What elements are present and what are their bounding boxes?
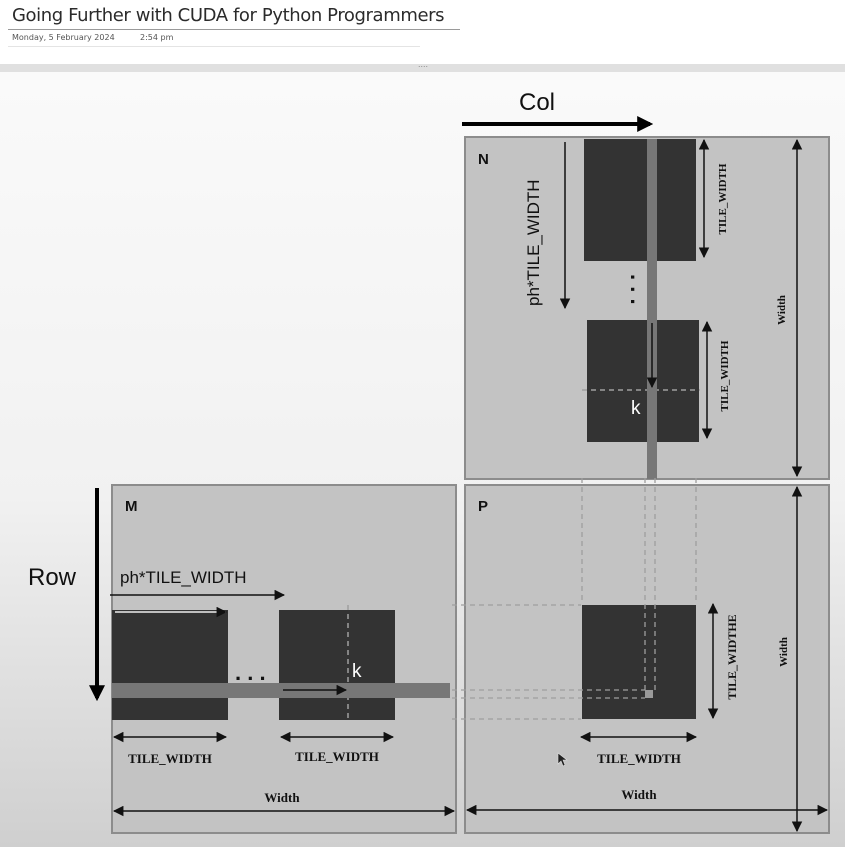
n-k-label: k: [631, 398, 641, 419]
content-divider[interactable]: [0, 64, 845, 72]
date-underline: [8, 46, 420, 47]
p-width-bottom-label: Width: [621, 787, 657, 802]
matrix-p: P TILE_WIDTHE TILE_WIDTH Width Width: [464, 484, 830, 834]
n-ph-label: ph*TILE_WIDTH: [524, 179, 543, 306]
p-tile-bottom-label: TILE_WIDTH: [597, 751, 681, 766]
n-tile-top: [584, 139, 696, 261]
matrix-p-label: P: [478, 498, 488, 515]
p-tile-side-label: TILE_WIDTHE: [725, 614, 739, 699]
page-date: Monday, 5 February 2024: [12, 33, 115, 42]
resize-grip-icon[interactable]: ....: [418, 59, 429, 69]
m-row-strip: [112, 683, 450, 698]
n-tile-bottom-label: TILE_WIDTH: [719, 340, 731, 411]
m-tile1-label: TILE_WIDTH: [128, 751, 212, 766]
page-header: Going Further with CUDA for Python Progr…: [0, 0, 845, 64]
page-title[interactable]: Going Further with CUDA for Python Progr…: [12, 5, 445, 26]
m-ph-label: ph*TILE_WIDTH: [120, 568, 247, 587]
m-k-label: k: [352, 661, 362, 682]
n-dots: . . .: [626, 274, 651, 305]
projection-guides: [452, 478, 697, 720]
m-dots: . . .: [235, 660, 266, 685]
n-width-label: Width: [776, 295, 788, 325]
page-time: 2:54 pm: [140, 33, 174, 42]
matrix-m-label: M: [125, 498, 138, 515]
n-column-strip: [647, 139, 657, 479]
n-tile-top-label: TILE_WIDTH: [717, 163, 729, 234]
title-underline: [8, 29, 460, 30]
m-tile2-label: TILE_WIDTH: [295, 749, 379, 764]
p-width-right-label: Width: [778, 637, 790, 667]
mouse-cursor-icon: [557, 752, 568, 767]
m-width-label: Width: [264, 790, 300, 805]
m-tile-right: [279, 610, 395, 720]
col-label: Col: [519, 89, 555, 116]
matrix-n: N k . . . ph*TILE_WIDTH TILE_WIDTH TILE_…: [464, 136, 830, 480]
p-element: [645, 690, 653, 698]
matrix-m: M ph*TILE_WIDTH . . . k TILE_WIDTH TILE_…: [110, 484, 457, 834]
n-tile-bottom: [587, 320, 699, 442]
m-tile-left: [112, 610, 228, 720]
row-label: Row: [28, 564, 77, 591]
matrix-n-label: N: [478, 151, 489, 168]
p-tile: [582, 605, 696, 719]
